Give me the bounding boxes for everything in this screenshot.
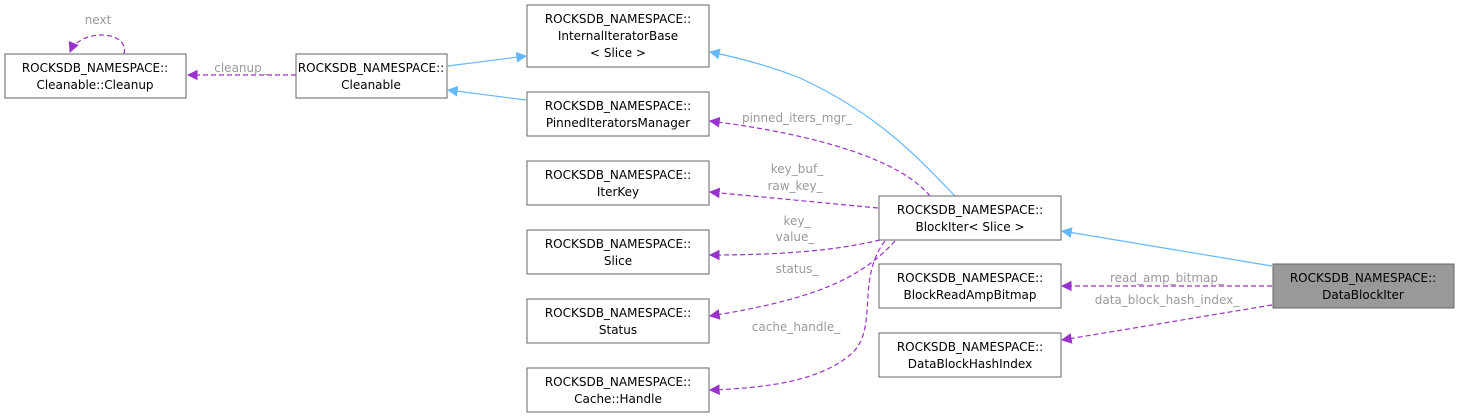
edge-block-iter-slice [708,239,881,261]
node-cleanable-line2: Cleanable [341,78,401,92]
edge-cleanable-to-internal-iterator-base [447,51,528,67]
node-pinned-iterators-manager-line2: PinnedIteratorsManager [546,116,690,130]
node-internal-iterator-base[interactable]: ROCKSDB_NAMESPACE:: InternalIteratorBase… [526,4,710,68]
node-iter-key[interactable]: ROCKSDB_NAMESPACE:: IterKey [526,160,710,206]
node-cleanable[interactable]: ROCKSDB_NAMESPACE:: Cleanable [295,53,448,99]
node-cleanable-cleanup-line1: ROCKSDB_NAMESPACE:: [22,61,168,75]
edge-block-iter-cache-handle [708,240,886,396]
node-cleanable-line1: ROCKSDB_NAMESPACE:: [298,61,444,75]
edge-label-key: key_ [783,214,811,228]
edge-label-cleanup: cleanup_ [214,61,268,75]
edge-label-read-amp-bitmap: read_amp_bitmap_ [1110,271,1225,285]
node-block-iter-line2: BlockIter< Slice > [915,220,1024,234]
edge-label-status: status_ [776,262,820,276]
edge-label-key-buf: key_buf_ [771,162,824,176]
node-slice[interactable]: ROCKSDB_NAMESPACE:: Slice [526,229,710,275]
node-block-iter-line1: ROCKSDB_NAMESPACE:: [897,203,1043,217]
edge-label-pinned-iters-mgr: pinned_iters_mgr_ [742,111,853,125]
edge-data-block-iter-to-block-iter [1060,227,1273,267]
node-block-read-amp-bitmap[interactable]: ROCKSDB_NAMESPACE:: BlockReadAmpBitmap [878,263,1062,309]
node-status-line1: ROCKSDB_NAMESPACE:: [545,306,691,320]
node-block-read-amp-bitmap-line1: ROCKSDB_NAMESPACE:: [897,271,1043,285]
node-status[interactable]: ROCKSDB_NAMESPACE:: Status [526,298,710,344]
node-cache-handle-line2: Cache::Handle [574,392,662,406]
node-data-block-hash-index-line2: DataBlockHashIndex [908,357,1032,371]
edge-block-iter-iter-key [708,187,879,209]
node-internal-iterator-base-line1: ROCKSDB_NAMESPACE:: [545,12,691,26]
edge-data-block-iter-data-block-hash-index [1060,304,1273,344]
node-block-iter[interactable]: ROCKSDB_NAMESPACE:: BlockIter< Slice > [878,195,1062,241]
node-cache-handle-line1: ROCKSDB_NAMESPACE:: [545,375,691,389]
node-iter-key-line1: ROCKSDB_NAMESPACE:: [545,168,691,182]
node-status-line2: Status [599,323,637,337]
node-cache-handle[interactable]: ROCKSDB_NAMESPACE:: Cache::Handle [526,367,710,413]
edge-label-data-block-hash-index: data_block_hash_index_ [1095,293,1241,307]
edge-block-iter-to-internal-iterator-base [708,48,956,197]
node-data-block-iter-line2: DataBlockIter [1322,288,1404,302]
node-block-read-amp-bitmap-line2: BlockReadAmpBitmap [903,288,1036,302]
edge-cleanup-next [68,34,125,55]
edge-block-iter-status [708,240,896,320]
node-slice-line2: Slice [604,254,632,268]
node-cleanable-cleanup[interactable]: ROCKSDB_NAMESPACE:: Cleanable::Cleanup [4,53,187,99]
node-pinned-iterators-manager[interactable]: ROCKSDB_NAMESPACE:: PinnedIteratorsManag… [526,91,710,137]
node-data-block-hash-index-line1: ROCKSDB_NAMESPACE:: [897,340,1043,354]
node-pinned-iterators-manager-line1: ROCKSDB_NAMESPACE:: [545,99,691,113]
node-cleanable-cleanup-line2: Cleanable::Cleanup [36,78,153,92]
node-data-block-iter-line1: ROCKSDB_NAMESPACE:: [1290,271,1436,285]
node-slice-line1: ROCKSDB_NAMESPACE:: [545,237,691,251]
edge-label-raw-key: raw_key_ [767,179,823,193]
edge-label-next: next [85,13,112,27]
edge-cleanable-to-pinned-iterators-manager [446,85,527,101]
node-data-block-iter[interactable]: ROCKSDB_NAMESPACE:: DataBlockIter [1272,263,1455,309]
node-internal-iterator-base-line2: InternalIteratorBase [558,29,678,43]
node-iter-key-line2: IterKey [597,185,639,199]
node-data-block-hash-index[interactable]: ROCKSDB_NAMESPACE:: DataBlockHashIndex [878,332,1062,378]
node-internal-iterator-base-line3: < Slice > [590,46,646,60]
edge-label-cache-handle: cache_handle_ [752,320,841,334]
edge-block-iter-pinned-iters-mgr [708,116,931,197]
edge-label-value: value_ [776,230,816,244]
